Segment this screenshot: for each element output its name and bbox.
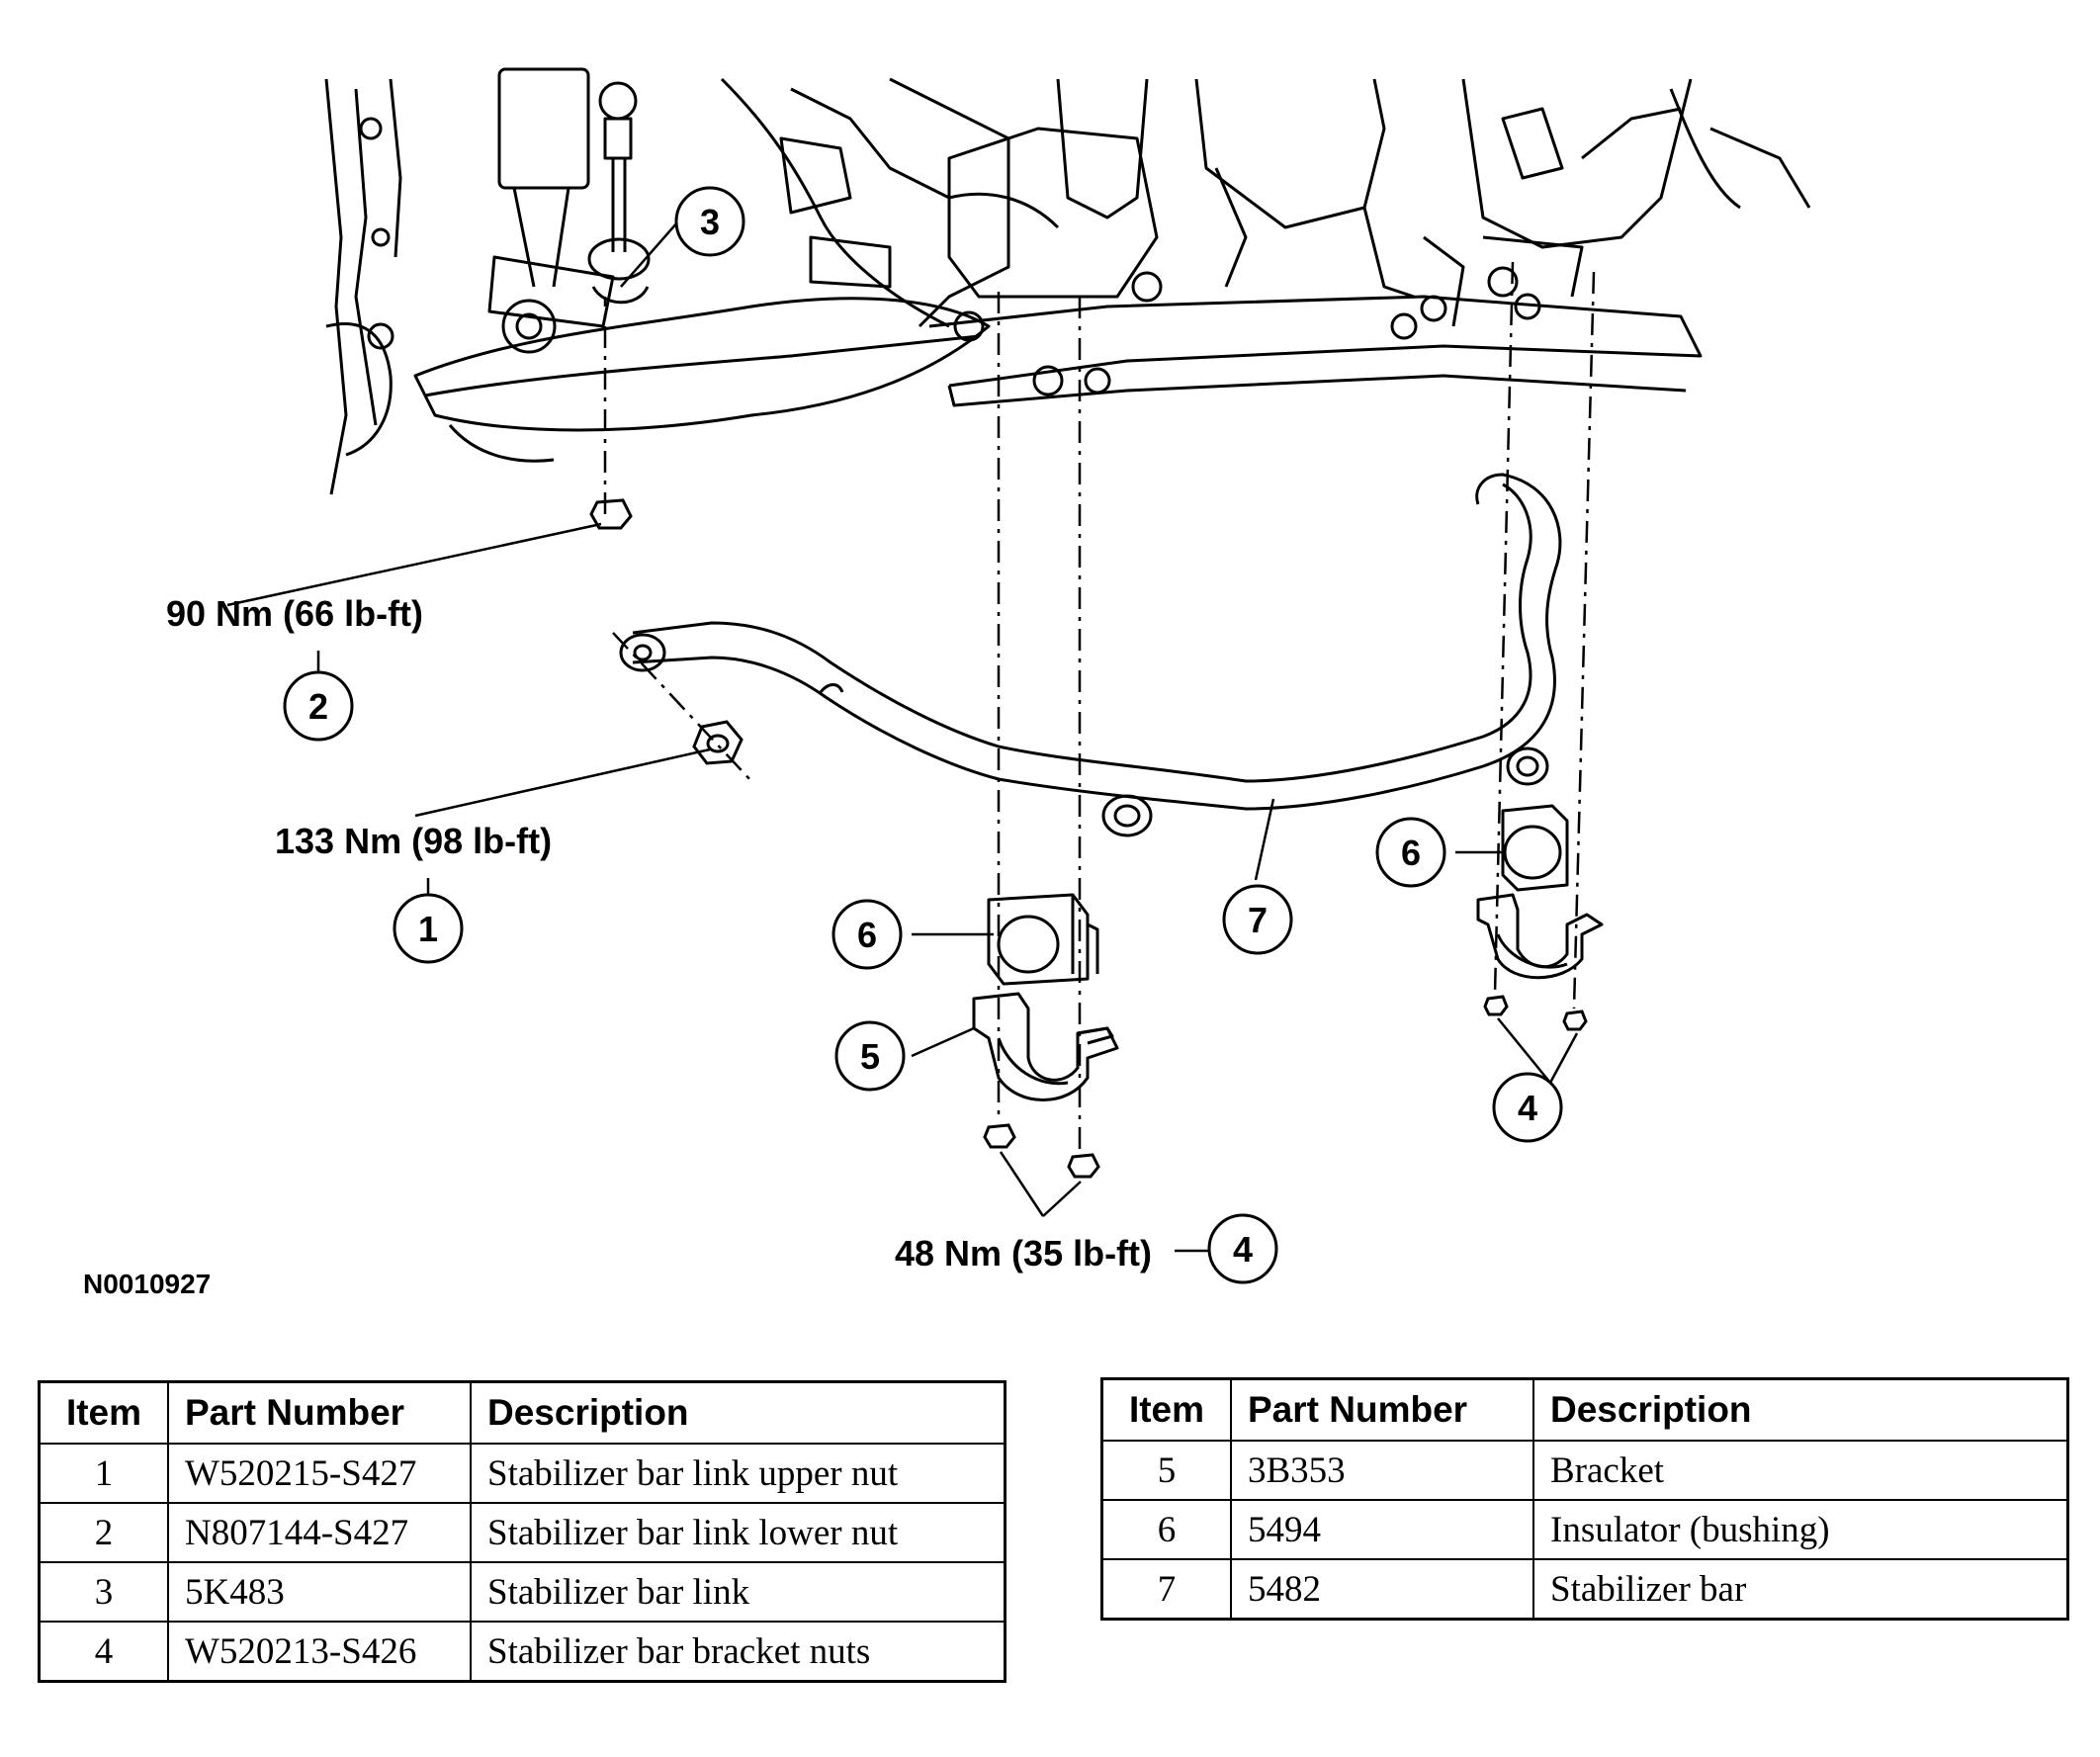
callout-number-3: 3 <box>700 202 720 242</box>
cell-item: 5 <box>1100 1440 1232 1501</box>
callout-bubbles <box>283 186 1563 1284</box>
cell-description: Stabilizer bar link upper nut <box>470 1443 1006 1504</box>
cell-description: Stabilizer bar <box>1532 1558 2069 1621</box>
column-header-part-number: Part Number <box>1230 1377 1534 1442</box>
callout-number-4-torque: 4 <box>1233 1229 1253 1270</box>
callout-bubble-6-right <box>1375 817 1446 888</box>
table-header-row: Item Part Number Description <box>38 1380 1006 1445</box>
lower-nut <box>589 498 633 530</box>
callout-number-4-right: 4 <box>1518 1088 1537 1128</box>
parts-table-right: Item Part Number Description 5 3B353 Bra… <box>1100 1377 2069 1621</box>
cell-part-number: 5494 <box>1230 1499 1534 1560</box>
callout-bubble-3 <box>674 186 745 257</box>
callout-number-2: 2 <box>308 686 328 727</box>
table-row: 6 5494 Insulator (bushing) <box>1100 1499 2069 1560</box>
cell-description: Stabilizer bar link lower nut <box>470 1502 1006 1563</box>
column-header-description: Description <box>1532 1377 2069 1442</box>
cell-description: Bracket <box>1532 1440 2069 1501</box>
callout-number-5: 5 <box>860 1036 880 1077</box>
callout-number-6-left: 6 <box>857 915 877 955</box>
callout-bubble-6-left <box>831 899 903 970</box>
torque-label-48nm: 48 Nm (35 lb-ft) <box>895 1233 1152 1274</box>
cell-description: Insulator (bushing) <box>1532 1499 2069 1560</box>
callout-bubble-7 <box>1222 884 1293 955</box>
cell-description: Stabilizer bar bracket nuts <box>470 1621 1006 1683</box>
column-header-part-number: Part Number <box>167 1380 472 1445</box>
leader-lines <box>226 205 1579 1253</box>
callout-bubble-4-right <box>1492 1072 1563 1143</box>
cell-item: 3 <box>38 1561 169 1623</box>
callout-bubble-4-torque <box>1207 1213 1278 1284</box>
cell-part-number: 5K483 <box>167 1561 472 1623</box>
cell-part-number: N807144-S427 <box>167 1502 472 1563</box>
right-bracket <box>1476 893 1604 980</box>
left-bushing <box>987 893 1099 986</box>
cell-item: 7 <box>1100 1558 1232 1621</box>
callout-bubble-2 <box>283 670 354 742</box>
cell-description: Stabilizer bar link <box>470 1561 1006 1623</box>
table-row: 7 5482 Stabilizer bar <box>1100 1558 2069 1621</box>
parts-table-left: Item Part Number Description 1 W520215-S… <box>38 1380 1006 1683</box>
stabilizer-bar <box>619 473 1562 811</box>
cell-item: 2 <box>38 1502 169 1563</box>
callout-numbers: 3 2 1 7 6 6 5 4 4 <box>308 202 1537 1270</box>
stabilizer-bar-exploded-view: 90 Nm (66 lb-ft) 133 Nm (98 lb-ft) 48 Nm… <box>83 67 1811 1299</box>
callout-bubble-1 <box>393 893 464 964</box>
table-row: 5 3B353 Bracket <box>1100 1440 2069 1501</box>
bracket-nuts <box>983 995 1588 1179</box>
callout-number-1: 1 <box>418 909 438 949</box>
callout-number-6-right: 6 <box>1401 833 1421 873</box>
table-row: 2 N807144-S427 Stabilizer bar link lower… <box>38 1502 1006 1563</box>
cell-part-number: W520215-S427 <box>167 1443 472 1504</box>
callout-number-7: 7 <box>1248 900 1268 940</box>
alignment-lines <box>603 261 1596 1152</box>
table-row: 3 5K483 Stabilizer bar link <box>38 1561 1006 1623</box>
chassis-frame-linework <box>324 67 1811 495</box>
torque-label-133nm: 133 Nm (98 lb-ft) <box>275 821 552 861</box>
callout-bubble-5 <box>834 1020 906 1092</box>
column-header-item: Item <box>1100 1377 1232 1442</box>
right-bushing <box>1501 804 1569 892</box>
left-bracket <box>972 992 1119 1101</box>
torque-label-90nm: 90 Nm (66 lb-ft) <box>166 593 423 634</box>
cell-part-number: W520213-S426 <box>167 1621 472 1683</box>
table-row: 1 W520215-S427 Stabilizer bar link upper… <box>38 1443 1006 1504</box>
cell-part-number: 3B353 <box>1230 1440 1534 1501</box>
column-header-description: Description <box>470 1380 1006 1445</box>
cell-item: 1 <box>38 1443 169 1504</box>
table-row: 4 W520213-S426 Stabilizer bar bracket nu… <box>38 1621 1006 1683</box>
table-header-row: Item Part Number Description <box>1100 1377 2069 1442</box>
cell-part-number: 5482 <box>1230 1558 1534 1621</box>
cell-item: 4 <box>38 1621 169 1683</box>
cell-item: 6 <box>1100 1499 1232 1560</box>
column-header-item: Item <box>38 1380 169 1445</box>
figure-code: N0010927 <box>83 1269 211 1299</box>
